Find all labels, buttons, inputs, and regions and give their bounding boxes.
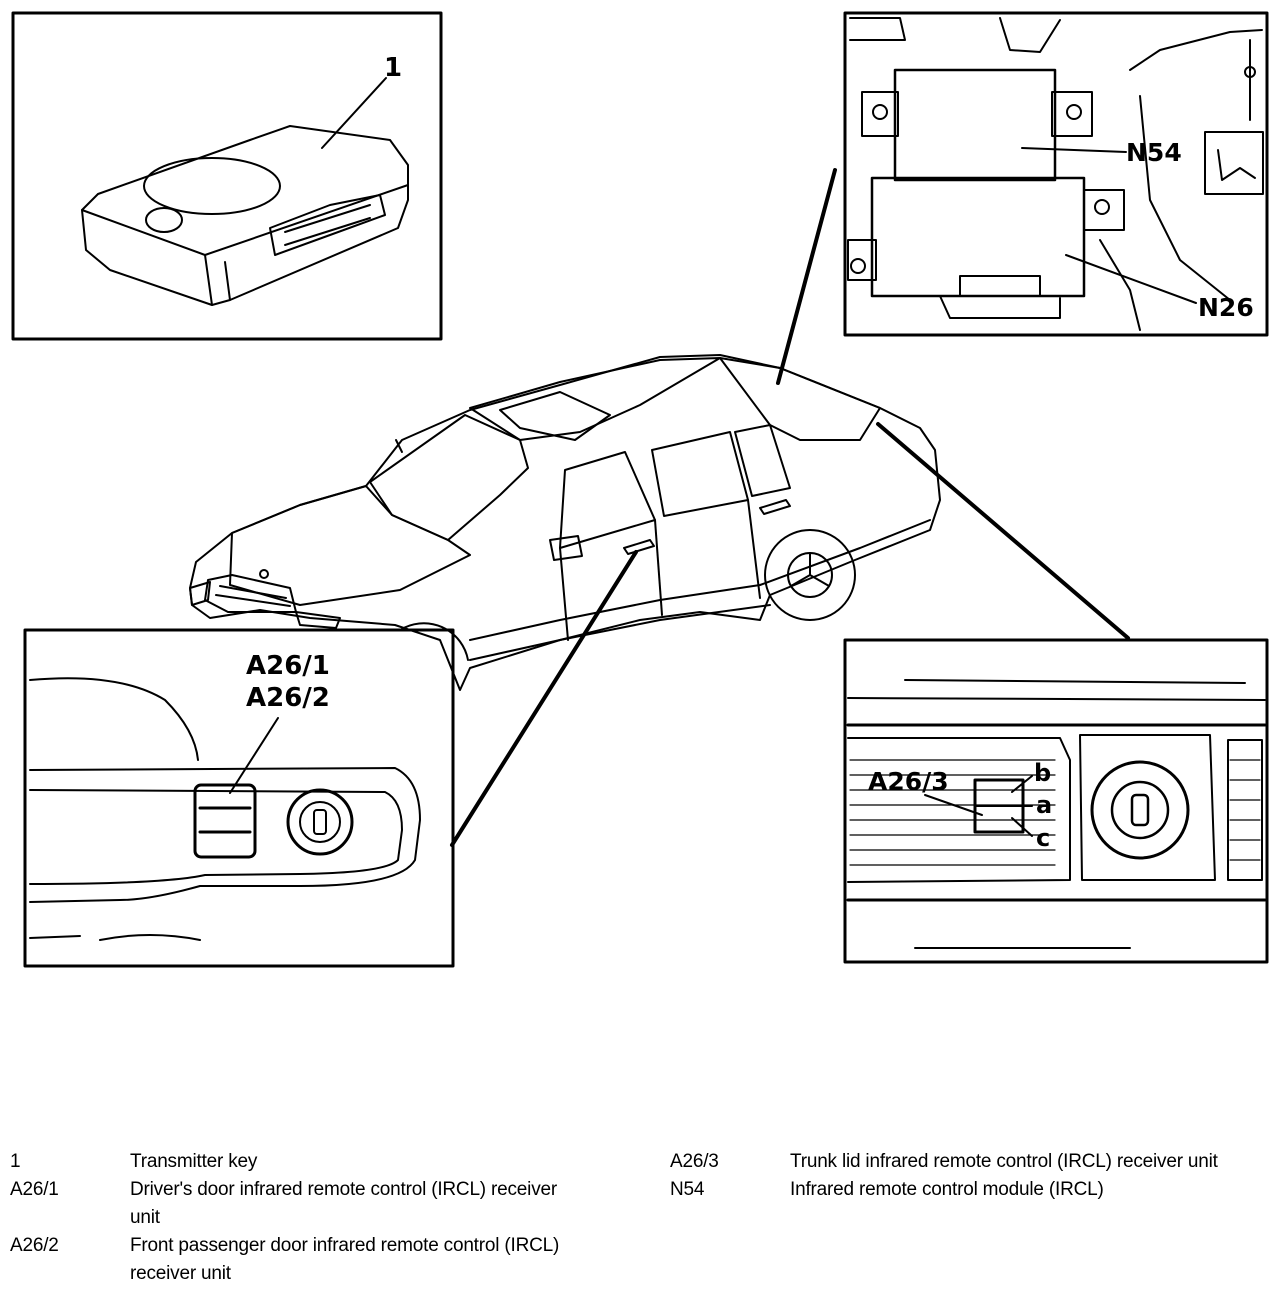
legend-code: 1	[10, 1151, 21, 1172]
callout-trunk-b: b	[1034, 759, 1051, 787]
legend-description: Transmitter key	[130, 1151, 258, 1172]
callout-trunk-c: c	[1036, 824, 1050, 852]
legend-code: A26/1	[10, 1179, 59, 1200]
callout-labels: 1 N54 N26 A26/1 A26/2 A26/3 b a c	[246, 53, 1254, 852]
legend-description: Front passenger door infrared remote con…	[130, 1235, 560, 1284]
door-handle-inset	[23, 628, 455, 968]
callout-a26-3: A26/3	[868, 767, 949, 796]
legend-code: A26/2	[10, 1235, 59, 1256]
callout-key: 1	[384, 53, 402, 83]
callout-trunk-a: a	[1036, 791, 1052, 819]
legend-row: A26/3 Trunk lid infrared remote control …	[670, 1148, 1270, 1176]
legend-row: A26/2 Front passenger door infrared remo…	[10, 1232, 600, 1288]
leader-lines	[450, 168, 1130, 847]
legend-row: A26/1 Driver's door infrared remote cont…	[10, 1176, 600, 1232]
legend-row: 1 Transmitter key	[10, 1148, 600, 1176]
legend-description: Infrared remote control module (IRCL)	[790, 1179, 1104, 1200]
module-inset	[843, 11, 1269, 337]
legend-description: Driver's door infrared remote control (I…	[130, 1179, 557, 1228]
callout-a26-1: A26/1	[246, 651, 330, 681]
legend-left-column: 1 Transmitter key A26/1 Driver's door in…	[10, 1148, 600, 1288]
legend-description: Trunk lid infrared remote control (IRCL)…	[790, 1151, 1218, 1172]
legend-right-column: A26/3 Trunk lid infrared remote control …	[670, 1148, 1270, 1204]
car-illustration	[189, 354, 941, 691]
trunk-grille-pattern	[849, 759, 1056, 866]
trunk-inset	[843, 638, 1269, 964]
transmitter-key-illustration	[81, 125, 409, 306]
callout-n54: N54	[1126, 138, 1182, 167]
key-inset	[11, 11, 443, 341]
callout-a26-2: A26/2	[246, 683, 330, 713]
legend-code: N54	[670, 1179, 705, 1200]
callout-n26: N26	[1198, 293, 1254, 322]
legend-row: N54 Infrared remote control module (IRCL…	[670, 1176, 1270, 1204]
legend-code: A26/3	[670, 1151, 719, 1172]
